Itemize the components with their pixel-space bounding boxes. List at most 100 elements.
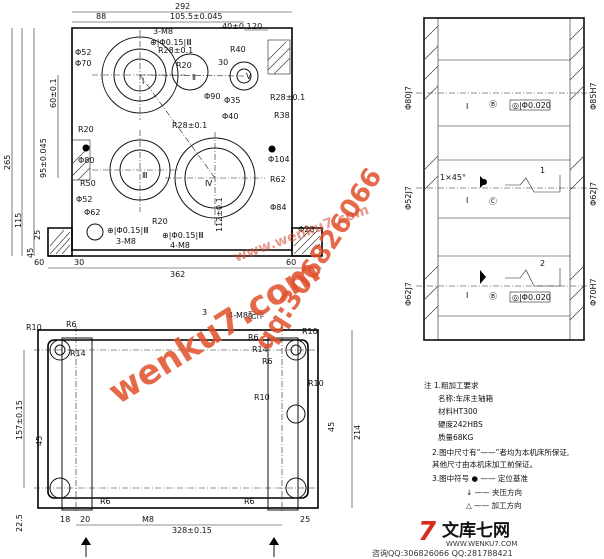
rail-right (267, 337, 299, 511)
dim-r28-top: R28±0.1 (158, 46, 193, 55)
dim-r10a: R10 (26, 323, 42, 332)
locating-datum-2 (268, 145, 276, 153)
section-bore-lines (438, 59, 570, 317)
watermark: wenku7.com qq:306826066 www.wenku7.com (102, 163, 389, 413)
dim-52j7: Φ52J7 (404, 186, 413, 210)
bottom-outline (37, 329, 319, 509)
roman-section-c: Ⅰ (466, 291, 468, 300)
technical-notes: 注 1.粗加工要求 名称:车床主轴箱 材料HT300 硬度242HBS 质量68… (424, 380, 569, 510)
gd-tol-2: ⊕|Φ0.15|Ⅲ (107, 226, 149, 235)
dim-40: 40±0.1 (222, 22, 252, 31)
section-view: Φ80J7 Φ85H7 Φ52J7 Φ62J7 Φ62J7 Φ70H7 1×45… (404, 17, 598, 341)
gd-tol-3: ⊕|Φ0.15|Ⅲ (162, 231, 204, 240)
section-tool-lines (505, 99, 561, 303)
hatch-left (49, 229, 71, 255)
circled-b-1: Ⓑ (489, 100, 497, 109)
dim-d70: Φ70 (75, 59, 91, 68)
logo-url: WWW.WENKU7.COM (446, 540, 517, 548)
dim-r28-mid: R28±0.1 (172, 121, 207, 130)
dim-r50: R50 (80, 179, 96, 188)
roman-section-a: Ⅰ (466, 102, 468, 111)
label-3m8-a: 3-M8 (116, 237, 136, 246)
dim-r6b: R6 (248, 333, 259, 342)
dim-r10d: R10 (254, 393, 270, 402)
label-3: 3 (202, 308, 207, 317)
note-line-5: 2.图中尺寸有“——”者均为本机床所保证, (432, 447, 569, 457)
label-4m8-pair: 4-M8配作 (228, 310, 264, 320)
tol-frame-b: ◎|Φ0.020 (512, 293, 551, 302)
tol-frame-a: ◎|Φ0.020 (512, 101, 551, 110)
watermark-qq: qq:306826066 (249, 163, 389, 356)
dim-105: 105.5±0.045 (170, 12, 223, 21)
top-view (11, 11, 323, 269)
dim-r28-right: R28±0.1 (270, 93, 305, 102)
dim-25-bottom: 25 (300, 515, 310, 524)
bore-II-small (171, 53, 209, 91)
leader-1: 1 (540, 166, 545, 175)
center-lines-bottom (34, 326, 320, 512)
dim-d90: Φ90 (204, 92, 220, 101)
dim-r20b: R20 (78, 125, 94, 134)
dim-d62: Φ62 (84, 208, 100, 217)
note-line-2: 材料HT300 (438, 406, 478, 416)
dim-30b: 30 (74, 258, 84, 267)
note-line-8: ↓ —— 夹压方向 (466, 487, 522, 497)
roman-section-b: Ⅰ (466, 196, 468, 205)
note-line-3: 硬度242HBS (438, 419, 483, 429)
dim-r20a: R20 (176, 61, 192, 70)
dim-60c: 60 (286, 258, 296, 267)
dim-d52: Φ52 (75, 48, 91, 57)
dim-30: 30 (218, 58, 228, 67)
small-hole (86, 223, 104, 241)
dim-292: 292 (175, 2, 190, 11)
dim-60-vert: 60±0.1 (49, 78, 58, 108)
dim-18: 18 (60, 515, 70, 524)
center-lines-top (92, 30, 265, 225)
label-3m8-top: 3-M8 (153, 27, 173, 36)
dim-45: 45 (26, 248, 35, 258)
site-logo: 7 文库七网 WWW.WENKU7.COM 咨询QQ:306826066 QQ:… (372, 517, 517, 558)
roman-V: Ⅴ (246, 72, 252, 81)
dim-62j7: Φ62J7 (589, 182, 598, 206)
dim-214: 214 (353, 425, 362, 440)
dim-d40b: Φ40 (222, 112, 238, 121)
dim-r6d: R6 (100, 497, 111, 506)
section-center-lines (416, 92, 592, 287)
dim-70h7: Φ70H7 (589, 278, 598, 306)
boss-mr (286, 404, 306, 424)
dim-d104: Φ104 (268, 155, 290, 164)
dim-85h7: Φ85H7 (589, 82, 598, 110)
dim-115: 115 (14, 213, 23, 228)
dim-lines-bottom (23, 330, 353, 526)
leader-2: 2 (540, 259, 545, 268)
dim-r62: R62 (270, 175, 286, 184)
rail-left (61, 337, 93, 511)
dim-45b: 45 (327, 422, 336, 432)
circled-b-2: Ⓑ (489, 292, 497, 301)
note-line-6: 其他尺寸由本机床加工前保证。 (432, 459, 537, 469)
dim-r14b: R14 (252, 345, 268, 354)
dim-95: 95±0.045 (39, 138, 48, 178)
dim-62j7b: Φ62J7 (404, 282, 413, 306)
dim-r38: R38 (274, 111, 290, 120)
logo-glyph: 7 (418, 517, 437, 547)
dim-r20c: R20 (152, 217, 168, 226)
roman-II: Ⅱ (192, 73, 196, 82)
dim-d84: Φ84 (270, 203, 286, 212)
dim-45-bottom: 45 (35, 436, 44, 446)
dim-88: 88 (96, 12, 106, 21)
label-4m8-b: 4-M8 (170, 241, 190, 250)
note-line-4: 质量68KG (438, 432, 473, 442)
clamp-arrow-left (81, 537, 91, 557)
datum-dot (481, 179, 487, 185)
locating-datum-1 (82, 144, 90, 152)
roman-III: Ⅲ (142, 171, 148, 180)
footer-contact: 咨询QQ:306826066 QQ:281788421 (372, 548, 513, 558)
dim-157: 157±0.15 (15, 400, 24, 440)
dim-r6c: R6 (262, 357, 273, 366)
logo-text: 文库七网 (442, 520, 510, 541)
dim-lines-top (11, 11, 322, 269)
dim-25: 25 (33, 230, 42, 240)
label-m8: M8 (142, 515, 154, 524)
roman-I: Ⅰ (142, 77, 144, 86)
